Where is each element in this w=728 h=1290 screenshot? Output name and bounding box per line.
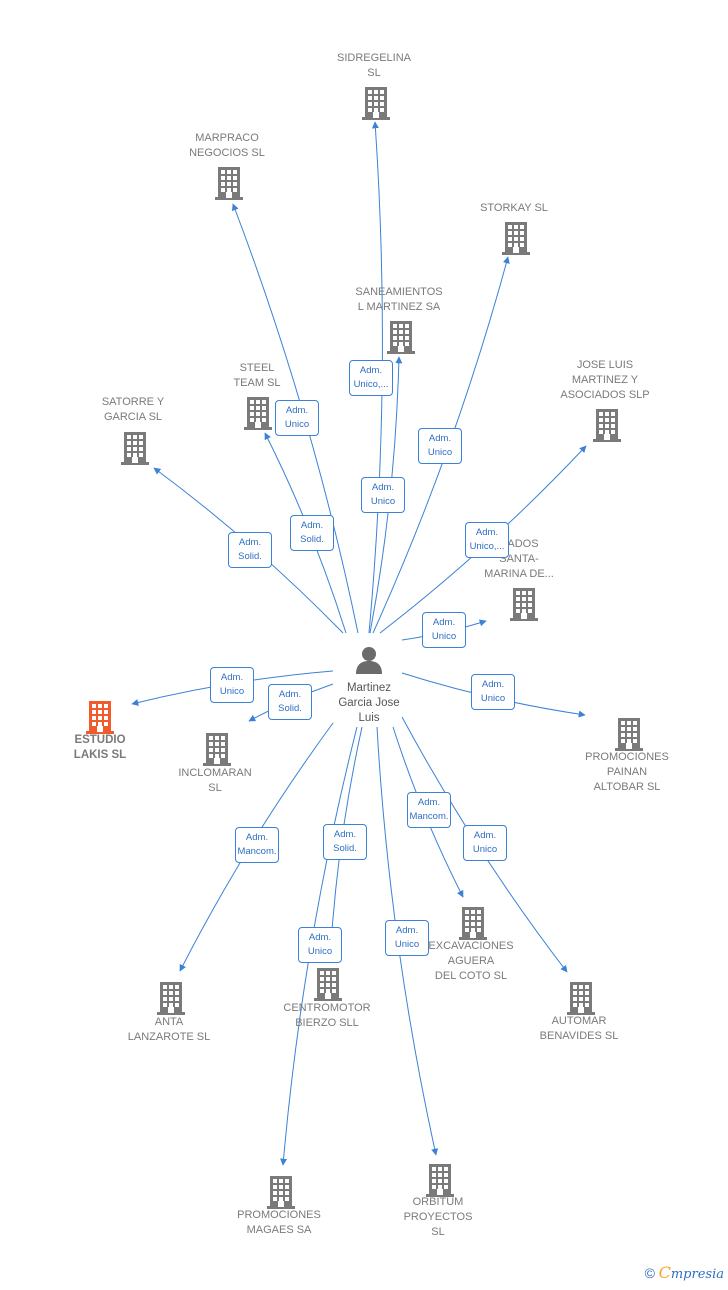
role-label-estudio[interactable]: Adm. Unico <box>210 667 254 703</box>
building-icon[interactable] <box>387 320 415 354</box>
company-node-nados[interactable]: NADOS SANTA- MARINA DE... <box>449 537 589 582</box>
building-icon[interactable] <box>593 408 621 442</box>
role-label-excavaciones[interactable]: Adm. Mancom. <box>407 792 451 828</box>
company-name: MARPRACO NEGOCIOS SL <box>189 132 265 159</box>
role-label-marpraco[interactable]: Adm. Unico <box>275 400 319 436</box>
company-name: PROMOCIONES PAINAN ALTOBAR SL <box>585 751 669 793</box>
company-name: CENTROMOTOR BIERZO SLL <box>283 1002 371 1029</box>
company-node-automar[interactable]: AUTOMAR BENAVIDES SL <box>509 1014 649 1044</box>
company-name: ESTUDIO LAKIS SL <box>73 734 127 761</box>
company-node-promociones_painan[interactable]: PROMOCIONES PAINAN ALTOBAR SL <box>557 750 697 795</box>
role-label-saneamientos[interactable]: Adm. Unico <box>361 477 405 513</box>
company-node-orbitum[interactable]: ORBITUM PROYECTOS SL <box>368 1195 508 1240</box>
company-name: STORKAY SL <box>480 202 548 214</box>
role-label-storkay[interactable]: Adm. Unico <box>418 428 462 464</box>
building-icon[interactable] <box>157 981 185 1015</box>
company-node-joseluis[interactable]: JOSE LUIS MARTINEZ Y ASOCIADOS SLP <box>535 358 675 403</box>
role-label-centromotor[interactable]: Adm. Unico <box>298 927 342 963</box>
company-node-promociones_magaes[interactable]: PROMOCIONES MAGAES SA <box>209 1208 349 1238</box>
person-name: Martinez Garcia Jose Luis <box>338 682 400 724</box>
role-label-promociones_magaes[interactable]: Adm. Solid. <box>323 824 367 860</box>
building-icon[interactable] <box>426 1163 454 1197</box>
building-icon[interactable] <box>86 700 114 734</box>
building-icon[interactable] <box>215 166 243 200</box>
role-label-nados[interactable]: Adm. Unico <box>422 612 466 648</box>
role-label-promociones_painan[interactable]: Adm. Unico <box>471 674 515 710</box>
logo-initial: C <box>658 1263 671 1282</box>
role-label-inclomaran[interactable]: Adm. Solid. <box>268 684 312 720</box>
logo-wordmark: mpresia <box>670 1267 724 1282</box>
role-label-joseluis[interactable]: Adm. Unico,... <box>465 522 509 558</box>
company-name: JOSE LUIS MARTINEZ Y ASOCIADOS SLP <box>560 359 650 401</box>
building-icon[interactable] <box>615 717 643 751</box>
person-node[interactable]: Martinez Garcia Jose Luis <box>299 645 439 726</box>
copyright-symbol: © <box>644 1265 655 1281</box>
role-label-orbitum[interactable]: Adm. Unico <box>385 920 429 956</box>
company-name: AUTOMAR BENAVIDES SL <box>539 1015 619 1042</box>
building-icon[interactable] <box>567 981 595 1015</box>
building-icon[interactable] <box>459 906 487 940</box>
person-icon <box>356 647 382 674</box>
company-name: STEEL TEAM SL <box>233 362 281 389</box>
company-name: NADOS SANTA- MARINA DE... <box>484 538 554 580</box>
building-icon[interactable] <box>362 86 390 120</box>
company-name: ORBITUM PROYECTOS SL <box>403 1196 473 1238</box>
company-name: SIDREGELINA SL <box>337 52 411 79</box>
company-node-storkay[interactable]: STORKAY SL <box>444 201 584 216</box>
building-icon[interactable] <box>121 431 149 465</box>
company-name: SATORRE Y GARCIA SL <box>101 396 165 423</box>
role-label-anta[interactable]: Adm. Mancom. <box>235 827 279 863</box>
role-label-steel[interactable]: Adm. Solid. <box>290 515 334 551</box>
company-node-steel[interactable]: STEEL TEAM SL <box>187 361 327 391</box>
company-node-marpraco[interactable]: MARPRACO NEGOCIOS SL <box>157 131 297 161</box>
company-node-inclomaran[interactable]: INCLOMARAN SL <box>145 766 285 796</box>
role-label-satorre[interactable]: Adm. Solid. <box>228 532 272 568</box>
company-node-estudio[interactable]: ESTUDIO LAKIS SL <box>30 733 170 763</box>
company-node-satorre[interactable]: SATORRE Y GARCIA SL <box>63 395 203 425</box>
company-node-excavaciones[interactable]: EXCAVACIONES AGUERA DEL COTO SL <box>401 939 541 984</box>
company-node-saneamientos[interactable]: SANEAMIENTOS L MARTINEZ SA <box>329 285 469 315</box>
building-icon[interactable] <box>314 967 342 1001</box>
building-icon[interactable] <box>244 396 272 430</box>
company-name: INCLOMARAN SL <box>178 767 252 794</box>
company-node-sidregelina[interactable]: SIDREGELINA SL <box>304 51 444 81</box>
company-name: PROMOCIONES MAGAES SA <box>237 1209 321 1236</box>
empresia-logo[interactable]: © Cmpresia <box>645 1263 724 1282</box>
company-name: ANTA LANZAROTE SL <box>127 1016 211 1043</box>
company-name: SANEAMIENTOS L MARTINEZ SA <box>355 286 443 313</box>
building-icon[interactable] <box>502 221 530 255</box>
building-icon[interactable] <box>267 1175 295 1209</box>
building-icon[interactable] <box>510 587 538 621</box>
building-icon[interactable] <box>203 732 231 766</box>
role-label-sidregelina[interactable]: Adm. Unico,... <box>349 360 393 396</box>
company-name: EXCAVACIONES AGUERA DEL COTO SL <box>428 940 514 982</box>
company-node-centromotor[interactable]: CENTROMOTOR BIERZO SLL <box>257 1001 397 1031</box>
role-label-automar[interactable]: Adm. Unico <box>463 825 507 861</box>
company-node-anta[interactable]: ANTA LANZAROTE SL <box>99 1015 239 1045</box>
